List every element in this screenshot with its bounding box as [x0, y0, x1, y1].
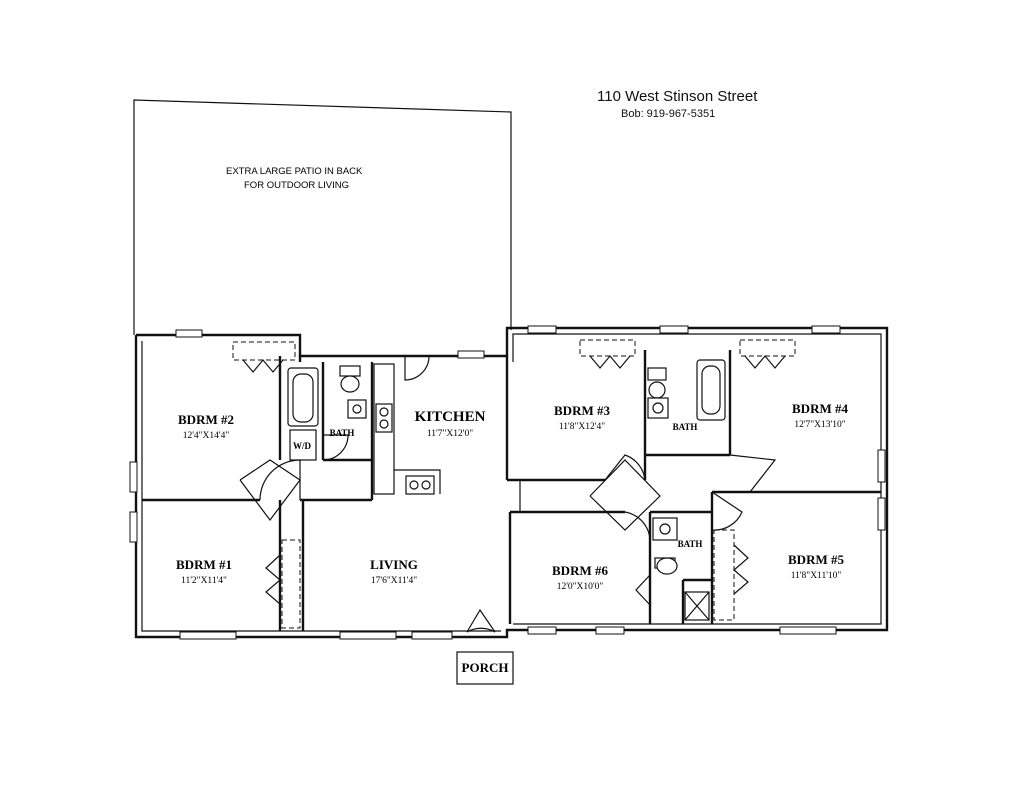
room-dims-bdrm1: 11'2"X11'4" — [181, 576, 227, 586]
property-address: 110 West Stinson Street — [597, 88, 758, 105]
washer-dryer-label: W/D — [293, 441, 312, 451]
room-name-living: LIVING — [370, 557, 418, 572]
bath-label-small: BATH — [678, 539, 703, 549]
room-dims-bdrm3: 11'8"X12'4" — [559, 422, 605, 432]
room-name-bdrm2: BDRM #2 — [178, 412, 234, 427]
interior-walls-left — [142, 356, 374, 631]
room-dims-bdrm4: 12'7"X13'10" — [794, 420, 845, 430]
porch-label: PORCH — [462, 660, 509, 675]
patio: EXTRA LARGE PATIO IN BACK FOR OUTDOOR LI… — [133, 99, 512, 335]
room-name-bdrm5: BDRM #5 — [788, 552, 844, 567]
patio-label-line1: EXTRA LARGE PATIO IN BACK — [226, 166, 363, 177]
room-dims-living: 17'6"X11'4" — [371, 576, 417, 586]
doors — [239, 355, 777, 633]
exterior-walls — [134, 326, 889, 639]
room-dims-bdrm2: 12'4"X14'4" — [183, 431, 230, 441]
bath-label-left: BATH — [330, 428, 355, 438]
room-name-kitchen: KITCHEN — [415, 409, 486, 425]
room-name-bdrm4: BDRM #4 — [792, 401, 848, 416]
room-name-bdrm3: BDRM #3 — [554, 403, 610, 418]
contact-phone: Bob: 919-967-5351 — [621, 108, 716, 120]
room-name-bdrm6: BDRM #6 — [552, 563, 608, 578]
fixtures: W/D — [287, 359, 726, 575]
room-name-bdrm1: BDRM #1 — [176, 557, 232, 572]
room-labels: BDRM #2 12'4"X14'4" BATH KITCHEN 11'7"X1… — [176, 401, 848, 592]
windows — [129, 325, 886, 640]
closets — [232, 339, 796, 629]
room-dims-bdrm5: 11'8"X11'10" — [791, 571, 842, 581]
patio-label-line2: FOR OUTDOOR LIVING — [244, 180, 349, 191]
room-dims-kitchen: 11'7"X12'0" — [427, 429, 473, 439]
porch: PORCH — [456, 651, 514, 685]
room-dims-bdrm6: 12'0"X10'0" — [557, 582, 604, 592]
bath-label-right: BATH — [673, 422, 698, 432]
